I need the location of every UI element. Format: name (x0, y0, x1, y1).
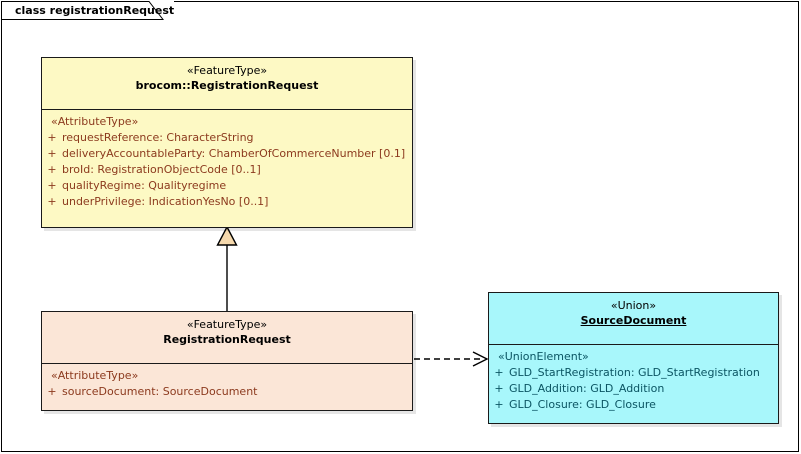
attribute-visibility: + (47, 131, 57, 144)
attribute-compartment-stereotype: «AttributeType» (51, 369, 139, 382)
attribute-visibility: + (47, 385, 57, 398)
class-header: «FeatureType» brocom::RegistrationReques… (42, 58, 412, 109)
class-name: RegistrationRequest (163, 333, 291, 346)
attribute-signature: underPrivilege: IndicationYesNo [0..1] (62, 195, 269, 208)
attribute-visibility: + (494, 366, 504, 379)
attribute-signature: sourceDocument: SourceDocument (62, 385, 258, 398)
attribute-compartment-stereotype: «AttributeType» (51, 115, 139, 128)
class-stereotype: «FeatureType» (186, 318, 268, 331)
class-stereotype: «Union» (610, 299, 657, 312)
attribute-row[interactable]: + broId: RegistrationObjectCode [0..1] (42, 162, 410, 178)
attribute-signature: GLD_Closure: GLD_Closure (509, 398, 656, 411)
class-box-registrationrequest[interactable]: «FeatureType» RegistrationRequest «Attri… (41, 311, 413, 411)
attribute-signature: deliveryAccountableParty: ChamberOfComme… (62, 147, 406, 160)
class-header: «Union» SourceDocument (489, 293, 778, 344)
attribute-signature: GLD_StartRegistration: GLD_StartRegistra… (509, 366, 760, 379)
attribute-visibility: + (494, 382, 504, 395)
attribute-row[interactable]: + GLD_StartRegistration: GLD_StartRegist… (489, 365, 776, 381)
attribute-row[interactable]: + deliveryAccountableParty: ChamberOfCom… (42, 146, 410, 162)
attribute-signature: qualityRegime: Qualityregime (62, 179, 227, 192)
class-stereotype: «FeatureType» (186, 64, 268, 77)
class-name: brocom::RegistrationRequest (135, 79, 319, 92)
attribute-visibility: + (47, 179, 57, 192)
attribute-signature: GLD_Addition: GLD_Addition (509, 382, 665, 395)
diagram-title-tab: class registrationRequest (1, 1, 175, 20)
class-header: «FeatureType» RegistrationRequest (42, 312, 412, 363)
attribute-row[interactable]: + GLD_Addition: GLD_Addition (489, 381, 776, 397)
class-name: SourceDocument (580, 314, 687, 327)
class-divider (42, 109, 412, 110)
attribute-row[interactable]: + sourceDocument: SourceDocument (42, 384, 410, 400)
attribute-row[interactable]: + GLD_Closure: GLD_Closure (489, 397, 776, 413)
class-box-brocom-registrationrequest[interactable]: «FeatureType» brocom::RegistrationReques… (41, 57, 413, 228)
attribute-visibility: + (494, 398, 504, 411)
attribute-visibility: + (47, 147, 57, 160)
generalization-hollow-triangle-arrowhead (216, 225, 238, 246)
attribute-visibility: + (47, 163, 57, 176)
class-divider (42, 363, 412, 364)
class-box-sourcedocument[interactable]: «Union» SourceDocument «UnionElement» + … (488, 292, 779, 424)
attribute-row[interactable]: + qualityRegime: Qualityregime (42, 178, 410, 194)
attribute-compartment-stereotype: «UnionElement» (498, 350, 589, 363)
attribute-signature: broId: RegistrationObjectCode [0..1] (62, 163, 261, 176)
class-divider (489, 344, 778, 345)
dependency-open-arrowhead (472, 351, 489, 367)
title-tab-shape (1, 1, 165, 20)
attribute-signature: requestReference: CharacterString (62, 131, 254, 144)
attribute-visibility: + (47, 195, 57, 208)
attribute-row[interactable]: + underPrivilege: IndicationYesNo [0..1] (42, 194, 410, 210)
attribute-row[interactable]: + requestReference: CharacterString (42, 130, 410, 146)
diagram-title: class registrationRequest (15, 3, 175, 17)
attributes-compartment: «UnionElement» + GLD_StartRegistration: … (489, 345, 778, 417)
attributes-compartment: «AttributeType» + requestReference: Char… (42, 110, 412, 214)
attributes-compartment: «AttributeType» + sourceDocument: Source… (42, 364, 412, 404)
